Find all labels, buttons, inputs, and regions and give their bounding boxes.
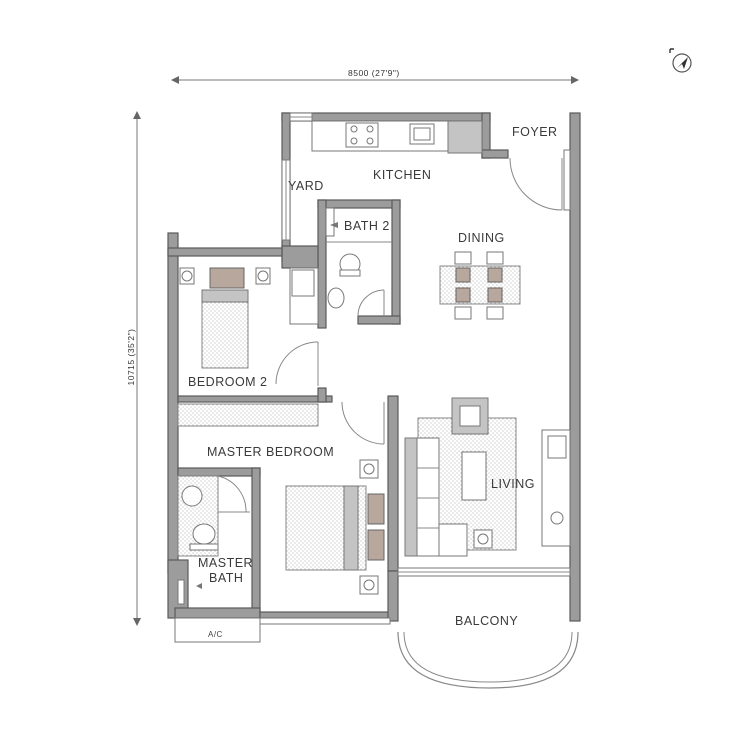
entrance-door xyxy=(509,149,571,211)
ac-ledge xyxy=(174,617,261,643)
yard-appliances xyxy=(289,267,319,325)
room-label-master-bath-2: BATH xyxy=(209,571,244,585)
room-label-ac: A/C xyxy=(208,630,223,639)
room-label-bath2: BATH 2 xyxy=(344,219,390,233)
width-dimension-label: 8500 (27'9") xyxy=(348,68,400,78)
room-label-kitchen: KITCHEN xyxy=(373,168,432,182)
master-door xyxy=(341,401,385,445)
north-arrow-icon xyxy=(669,48,692,73)
windows xyxy=(259,112,571,625)
bath2-fixtures xyxy=(325,207,392,317)
room-label-dining: DINING xyxy=(458,231,505,245)
living-furniture xyxy=(404,397,571,557)
kitchen-counter xyxy=(311,120,483,154)
height-dimension-label: 10715 (35'2") xyxy=(126,328,136,386)
room-label-foyer: FOYER xyxy=(512,125,558,139)
master-bath-fixtures xyxy=(177,475,250,605)
dining-table xyxy=(439,251,521,320)
room-label-master-bath-1: MASTER xyxy=(198,556,254,570)
room-label-bedroom2: BEDROOM 2 xyxy=(188,375,268,389)
room-label-yard: YARD xyxy=(288,179,324,193)
room-label-balcony: BALCONY xyxy=(455,614,519,628)
balcony xyxy=(397,631,579,689)
room-label-master-bedroom: MASTER BEDROOM xyxy=(207,445,335,459)
bedroom2-door xyxy=(275,341,319,386)
bedroom2-furniture xyxy=(177,267,319,427)
room-label-living: LIVING xyxy=(491,477,535,491)
master-bed xyxy=(285,459,385,595)
